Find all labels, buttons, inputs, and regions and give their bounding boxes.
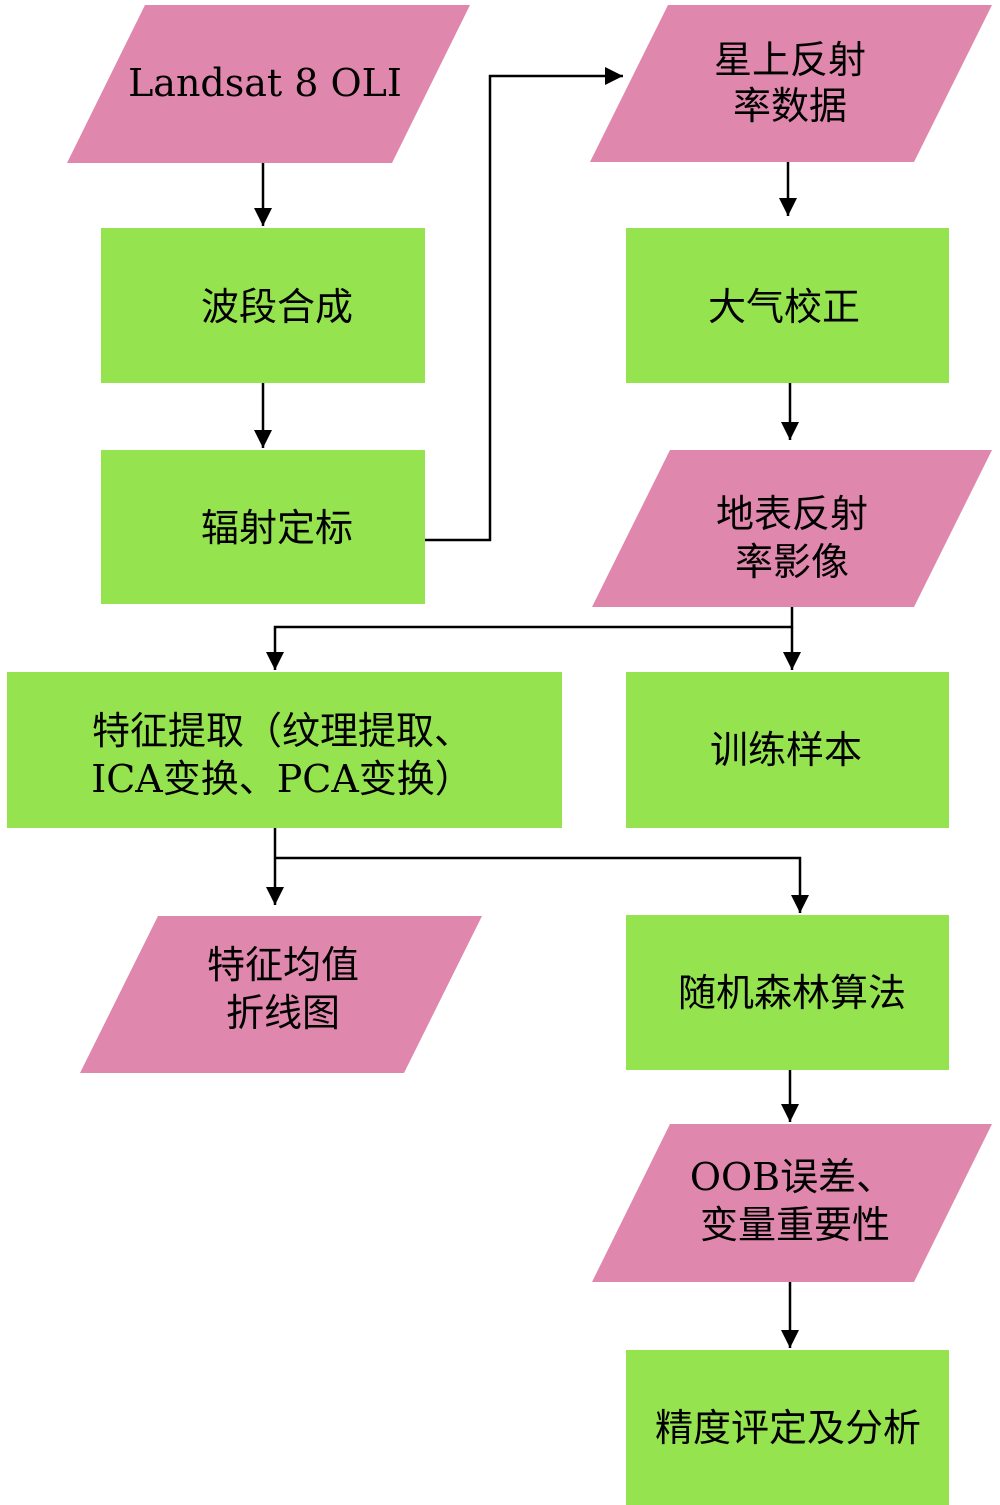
- node-surface-reflectance-label-line-2: 率影像: [735, 540, 849, 584]
- node-band-composite-shape: [101, 228, 425, 383]
- node-feature-mean-chart-shape: [80, 916, 482, 1073]
- node-landsat: Landsat 8 OLI: [67, 5, 470, 163]
- node-training-samples: 训练样本: [626, 672, 949, 828]
- node-radiometric-calibration: 辐射定标: [101, 450, 425, 604]
- node-landsat-label-line-1: Landsat 8 OLI: [128, 61, 402, 105]
- node-feature-extraction: 特征提取（纹理提取、 ICA变换、PCA变换）: [7, 672, 562, 828]
- node-surface-reflectance: 地表反射 率影像: [592, 450, 992, 607]
- connectors: [254, 67, 809, 1348]
- node-band-composite-label-line-1: 波段合成: [201, 285, 353, 329]
- node-accuracy-assessment-shape: [626, 1350, 949, 1505]
- node-accuracy-assessment: 精度评定及分析: [626, 1350, 949, 1505]
- node-oob-importance: OOB误差、 变量重要性: [592, 1124, 992, 1282]
- node-accuracy-assessment-label-line-1: 精度评定及分析: [655, 1406, 921, 1450]
- node-oob-importance-label-line-2: 变量重要性: [700, 1203, 890, 1247]
- edge-surface-reflectance-to-feature-extraction: [266, 607, 794, 670]
- node-toa-reflectance: 星上反射 率数据: [590, 5, 992, 162]
- node-feature-extraction-label-line-1: 特征提取（纹理提取、: [92, 709, 472, 753]
- node-feature-extraction-shape: [7, 672, 562, 828]
- node-toa-reflectance-label-line-1: 星上反射: [714, 38, 866, 82]
- node-atmospheric-correction: 大气校正: [626, 228, 949, 383]
- node-atmospheric-correction-label-line-1: 大气校正: [708, 285, 860, 329]
- edge-calibration-to-toa-reflectance: [425, 67, 623, 542]
- node-toa-reflectance-shape: [590, 5, 992, 162]
- node-feature-extraction-label-line-2: ICA变换、PCA变换）: [91, 757, 473, 801]
- node-feature-mean-chart: 特征均值 折线图: [80, 916, 482, 1073]
- node-atmospheric-correction-shape: [626, 228, 949, 383]
- node-oob-importance-shape: [592, 1124, 992, 1282]
- node-landsat-shape: [67, 5, 470, 163]
- node-band-composite: 波段合成: [101, 228, 425, 383]
- node-random-forest-shape: [626, 915, 949, 1070]
- node-radiometric-calibration-shape: [101, 450, 425, 604]
- node-feature-mean-chart-label-line-2: 折线图: [226, 991, 340, 1035]
- node-training-samples-shape: [626, 672, 949, 828]
- edge-feature-extraction-to-random-forest: [275, 856, 809, 913]
- node-surface-reflectance-label-line-1: 地表反射: [716, 492, 868, 536]
- node-feature-mean-chart-label-line-1: 特征均值: [207, 943, 359, 987]
- node-random-forest-label-line-1: 随机森林算法: [678, 971, 906, 1015]
- node-oob-importance-label-line-1: OOB误差、: [690, 1155, 894, 1199]
- node-toa-reflectance-label-line-2: 率数据: [733, 84, 847, 128]
- node-surface-reflectance-shape: [592, 450, 992, 607]
- node-training-samples-label-line-1: 训练样本: [710, 728, 862, 772]
- node-random-forest: 随机森林算法: [626, 915, 949, 1070]
- node-radiometric-calibration-label-line-1: 辐射定标: [201, 506, 353, 550]
